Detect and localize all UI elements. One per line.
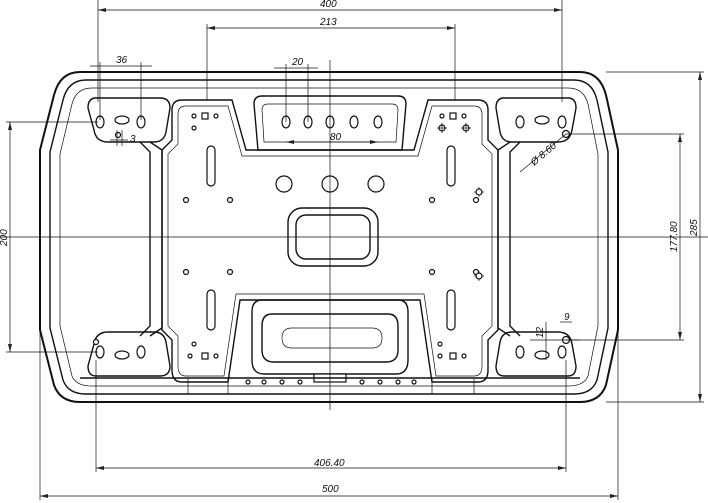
dim-height-left: 200 [0, 229, 10, 247]
dim-left-hole-gap: 3 [130, 134, 136, 145]
left-channel-inner [139, 141, 151, 337]
dim-height-right-outer: 285 [689, 219, 700, 237]
bottom-center-recess [251, 299, 409, 375]
top-center-recess [253, 95, 407, 151]
dim-overall-width: 500 [322, 484, 339, 495]
dimension-arrows [8, 8, 702, 498]
dim-small-vertical: 12 [535, 326, 546, 338]
dimension-lines [6, 0, 704, 500]
crosshair-marks [437, 123, 484, 281]
dim-center-hole-pitch: 20 [291, 57, 304, 68]
central-plate [161, 99, 499, 383]
centerlines [0, 60, 708, 410]
right-bottom-pocket [495, 331, 577, 377]
dim-top-span-outer: 400 [320, 0, 337, 10]
dim-height-right-inner: 177.80 [669, 221, 680, 252]
dim-center-row-pitch: 80 [330, 132, 342, 143]
holes [92, 112, 571, 385]
dim-top-span-inner: 213 [319, 17, 337, 28]
dim-small-horizontal: 9 [564, 312, 570, 323]
left-top-pocket [87, 97, 171, 143]
dim-bottom-span: 406.40 [314, 458, 345, 469]
dim-left-hole-pitch: 36 [116, 55, 128, 66]
central-plate-inner [167, 105, 493, 377]
left-bottom-pocket [87, 331, 171, 377]
right-top-pocket [495, 97, 577, 143]
right-channel-inner [509, 141, 521, 337]
